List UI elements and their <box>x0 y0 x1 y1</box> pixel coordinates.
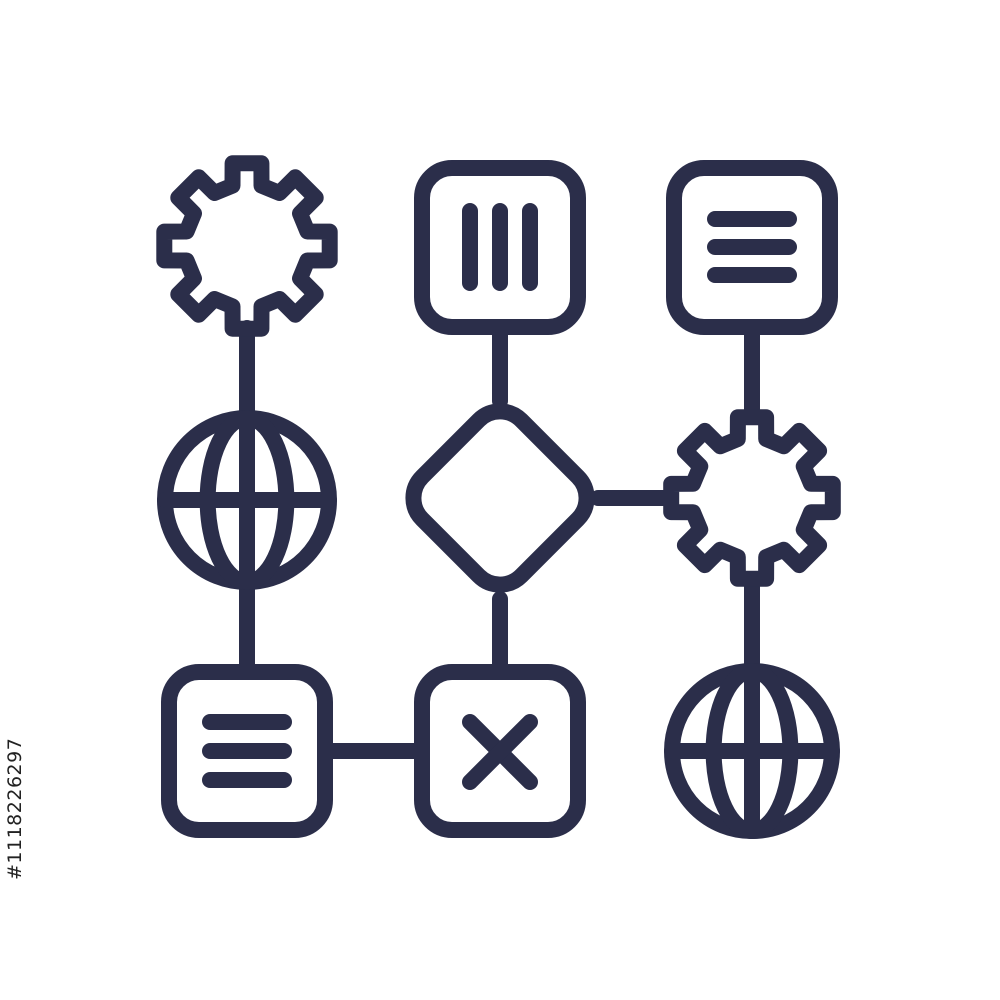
box-top-middle <box>414 160 586 335</box>
gear-outline <box>663 409 841 587</box>
rounded-box <box>666 160 838 335</box>
close-x-icon <box>462 714 538 790</box>
globe-icon <box>664 663 840 839</box>
gear-icon <box>663 409 841 587</box>
diamond-shape <box>405 403 595 593</box>
globe-icon <box>157 410 337 590</box>
lines-icon <box>202 714 292 788</box>
lines-icon <box>707 211 797 283</box>
box-top-right <box>666 160 838 335</box>
connectors <box>239 319 760 759</box>
rounded-box <box>161 664 333 838</box>
box-bottom-middle <box>414 664 586 838</box>
gear-outline <box>156 155 338 337</box>
gear-icon <box>156 155 338 337</box>
rounded-box <box>414 160 586 335</box>
stock-id-watermark: #1118226297 <box>4 737 26 880</box>
rounded-box <box>414 664 586 838</box>
box-bottom-left <box>161 664 333 838</box>
vertical-bars-icon <box>462 203 538 291</box>
decision-diamond-icon <box>405 403 595 593</box>
